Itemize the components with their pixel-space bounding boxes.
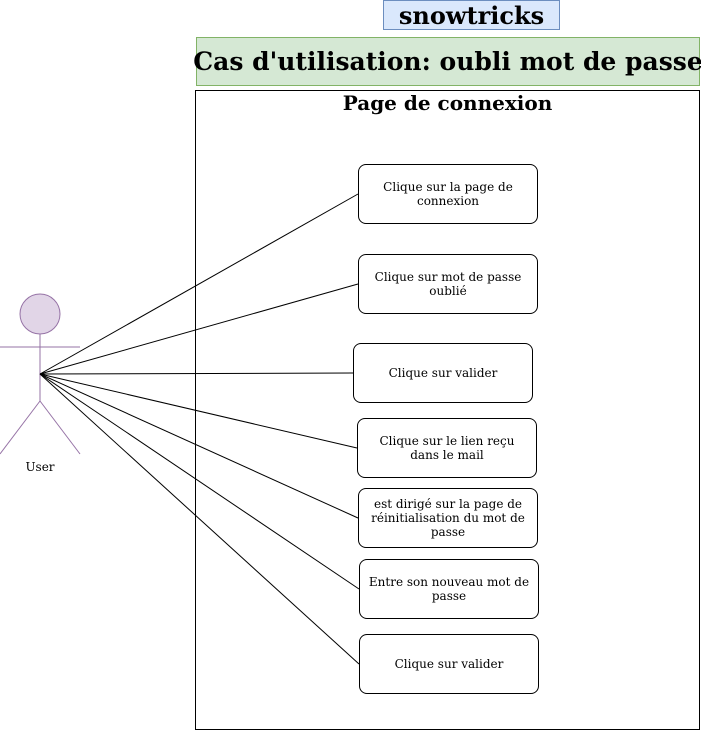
usecase-redirected-reset-page: est dirigé sur la page de réinitialisati… bbox=[358, 488, 538, 548]
usecase-enter-new-password: Entre son nouveau mot de passe bbox=[359, 559, 539, 619]
actor-left-leg bbox=[0, 400, 41, 455]
usecase-click-mail-link: Clique sur le lien reçu dans le mail bbox=[357, 418, 537, 478]
actor-figure bbox=[0, 293, 81, 455]
association-3 bbox=[39, 372, 354, 375]
usecase-diagram-title: Cas d'utilisation: oubli mot de passe bbox=[193, 37, 701, 86]
association-7 bbox=[39, 373, 360, 665]
project-title: snowtricks bbox=[383, 0, 560, 30]
association-2 bbox=[39, 283, 359, 375]
usecase-click-login-page: Clique sur la page de connexion bbox=[358, 164, 538, 224]
actor-head bbox=[19, 293, 61, 335]
actor-label: User bbox=[25, 460, 55, 474]
actor-right-leg bbox=[39, 400, 81, 455]
association-5 bbox=[39, 373, 359, 519]
system-boundary: Page de connexion bbox=[195, 90, 700, 730]
usecase-click-validate-1: Clique sur valider bbox=[353, 343, 533, 403]
association-4 bbox=[39, 373, 358, 449]
association-6 bbox=[39, 373, 360, 590]
usecase-click-forgot-password: Clique sur mot de passe oublié bbox=[358, 254, 538, 314]
usecase-click-validate-2: Clique sur valider bbox=[359, 634, 539, 694]
association-1 bbox=[39, 193, 359, 375]
system-title: Page de connexion bbox=[342, 91, 553, 115]
